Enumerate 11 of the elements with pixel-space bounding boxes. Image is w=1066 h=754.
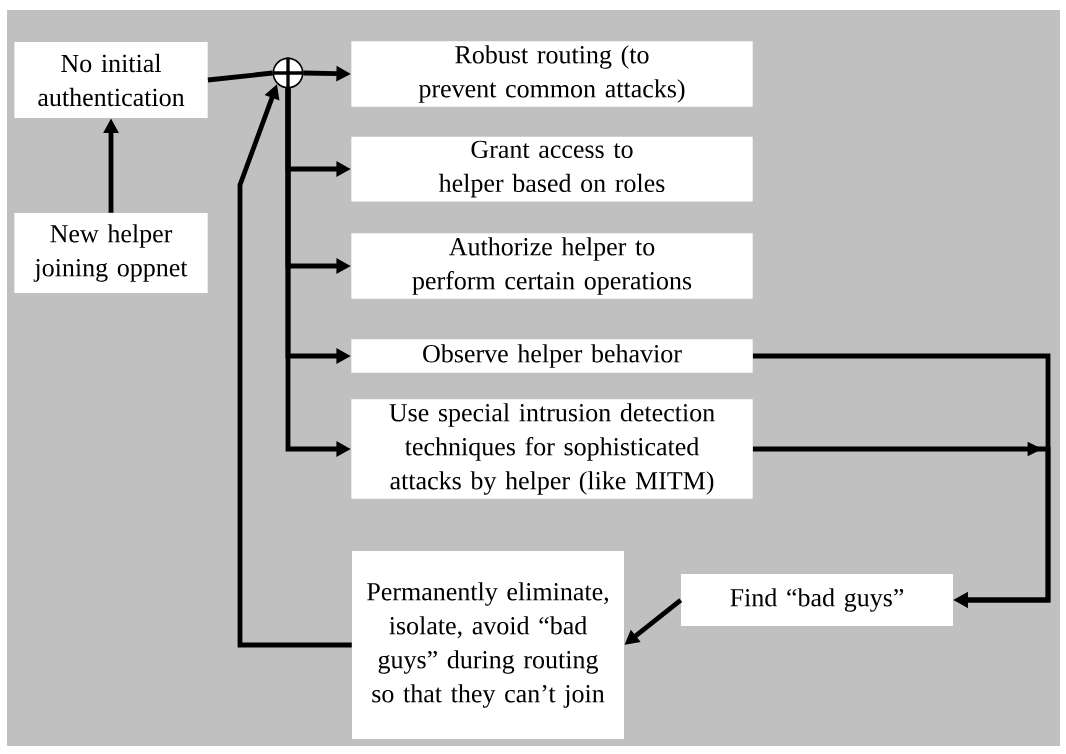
process-box: New helper joining oppnet xyxy=(14,213,208,293)
process-box: Robust routing (to prevent common attacks) xyxy=(351,41,753,107)
process-box: Grant access to helper based on roles xyxy=(351,136,753,202)
process-box: Observe helper behavior xyxy=(351,339,753,373)
process-box: No initial authentication xyxy=(14,42,208,118)
summing-junction xyxy=(270,55,306,91)
process-box: Find “bad guys” xyxy=(681,574,953,626)
process-box: Authorize helper to perform certain operations xyxy=(351,233,753,299)
process-box: Permanently eliminate, isolate, avoid “bad guys” during routing so that they can’t join xyxy=(352,551,624,739)
arrow xyxy=(752,441,1051,608)
process-box: Use special intrusion detection techniques for sophisticated attacks by helper (like MITM) xyxy=(351,399,753,499)
